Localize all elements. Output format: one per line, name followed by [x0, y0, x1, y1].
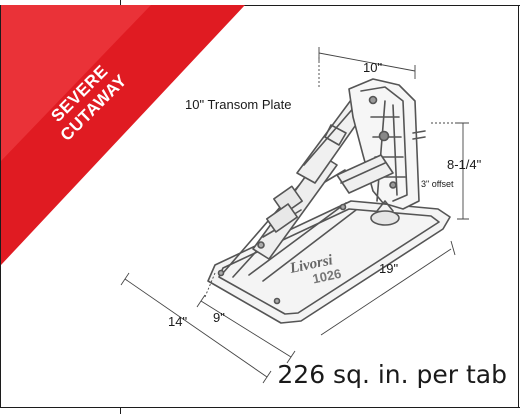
product-panel: Livorsi 1026 — [1, 5, 518, 407]
svg-text:1026: 1026 — [311, 266, 342, 287]
dimension-offset: 3" offset — [421, 179, 454, 189]
frame-tick-top — [120, 0, 121, 5]
frame-right-line — [518, 5, 519, 408]
dimension-overall-side: 14" — [168, 314, 188, 329]
dimension-transom-plate: 10" Transom Plate — [185, 97, 292, 112]
dimension-width-top: 10" — [363, 60, 383, 75]
severe-cutaway-banner — [1, 5, 245, 265]
frame-top-line — [0, 5, 520, 6]
dimension-inner-side: 9" — [213, 310, 225, 325]
dimension-height: 8-1/4" — [447, 157, 482, 172]
logo-mark: Livorsi 1026 — [288, 252, 343, 287]
dimension-length: 19" — [379, 261, 399, 276]
frame-tick-bottom — [120, 408, 121, 414]
trim-tab-drawing: Livorsi 1026 — [120, 47, 469, 384]
frame-left-line — [0, 5, 1, 408]
frame-bottom-line — [0, 407, 520, 408]
area-caption: 226 sq. in. per tab — [277, 360, 507, 389]
